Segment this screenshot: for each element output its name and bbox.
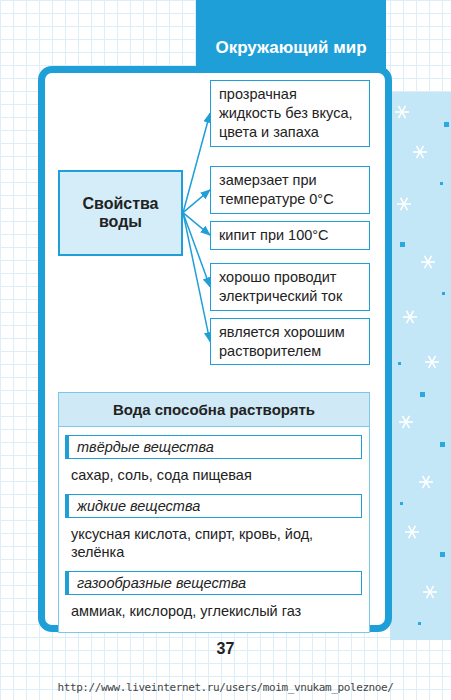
- substance-list: аммиак, кислород, углекислый газ: [59, 595, 368, 624]
- property-text: кипит при 100°C: [219, 227, 329, 243]
- substance-group: твёрдые веществасахар, соль, сода пищева…: [59, 435, 368, 488]
- header-title: Окружающий мир: [196, 38, 386, 58]
- property-box: прозрачная жидкость без вкуса, цвета и з…: [210, 80, 370, 147]
- topic-box: Свойства воды: [58, 170, 183, 256]
- property-box: кипит при 100°C: [210, 221, 370, 250]
- group-label: твёрдые вещества: [65, 435, 362, 459]
- topic-text: Свойства воды: [66, 195, 175, 231]
- page-number: 37: [0, 640, 451, 658]
- group-label: газообразные вещества: [65, 571, 362, 595]
- snowflake-decor: [390, 92, 451, 640]
- watermark: http://www.liveinternet.ru/users/moim_vn…: [0, 681, 451, 694]
- group-label: жидкие вещества: [65, 494, 362, 518]
- substance-list: сахар, соль, сода пищевая: [59, 459, 368, 488]
- substance-group: жидкие веществауксусная кислота, спирт, …: [59, 494, 368, 565]
- side-strip: [390, 92, 451, 640]
- arrow-connector: [183, 213, 210, 342]
- property-text: является хорошим растворителем: [219, 324, 345, 359]
- arrow-connector: [183, 190, 210, 213]
- property-text: прозрачная жидкость без вкуса, цвета и з…: [219, 86, 353, 140]
- property-box: хорошо проводит электрический ток: [210, 263, 370, 311]
- section-panel: Вода способна растворять твёрдые вещества…: [58, 392, 370, 633]
- property-box: является хорошим растворителем: [210, 318, 370, 366]
- property-text: хорошо проводит электрический ток: [219, 269, 342, 304]
- arrow-connector: [183, 113, 210, 212]
- property-box: замерзает при температуре 0°C: [210, 166, 370, 214]
- section-heading: Вода способна растворять: [59, 393, 369, 427]
- substance-group: газообразные веществааммиак, кислород, у…: [59, 571, 368, 624]
- property-text: замерзает при температуре 0°C: [219, 172, 334, 207]
- substance-list: уксусная кислота, спирт, кровь, йод, зел…: [59, 518, 368, 565]
